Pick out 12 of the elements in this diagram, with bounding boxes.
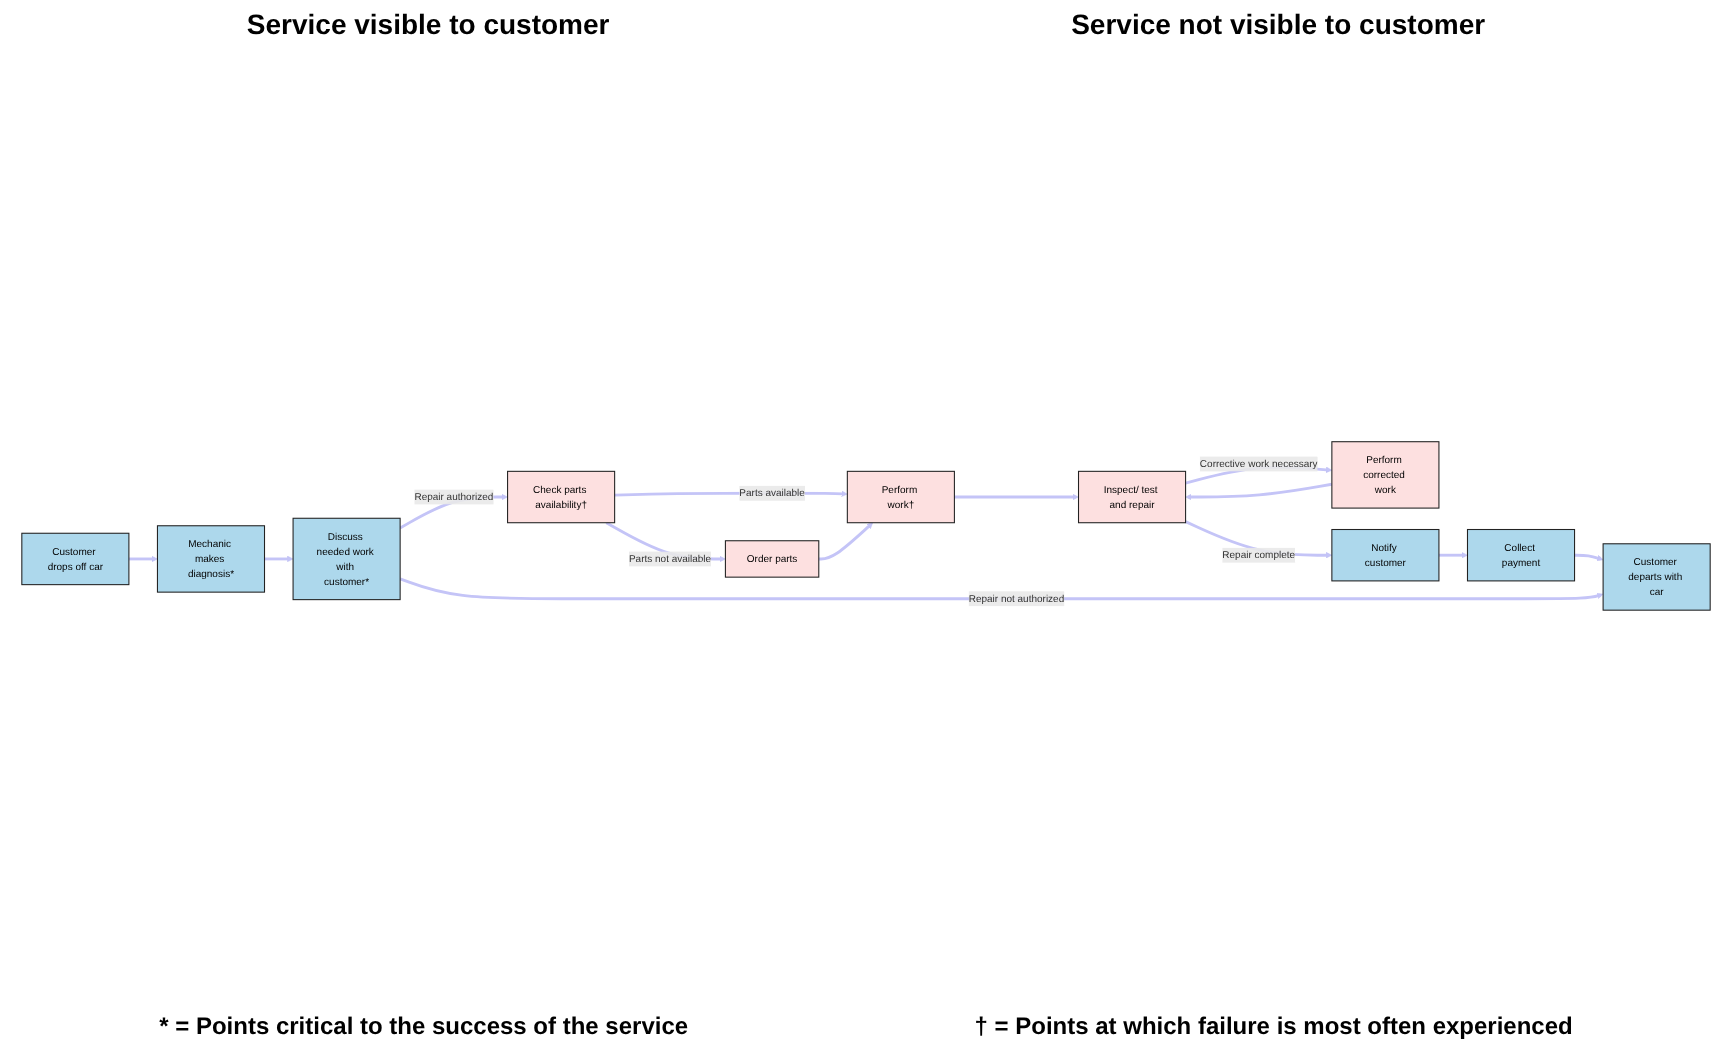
arrow bbox=[1185, 482, 1333, 501]
footnote: * = Points critical to the success of the service bbox=[159, 1012, 689, 1040]
section-heading: Service visible to customer bbox=[246, 8, 610, 40]
section-heading: Service not visible to customer bbox=[1071, 8, 1486, 40]
arrow bbox=[954, 493, 1079, 501]
footnote: † = Points at which failure is most often experienced bbox=[974, 1012, 1573, 1040]
arrow bbox=[1438, 552, 1468, 559]
arrow bbox=[1574, 553, 1604, 562]
arrow bbox=[399, 577, 1604, 601]
arrow bbox=[264, 555, 294, 563]
arrow bbox=[128, 555, 158, 563]
arrow bbox=[818, 522, 873, 561]
